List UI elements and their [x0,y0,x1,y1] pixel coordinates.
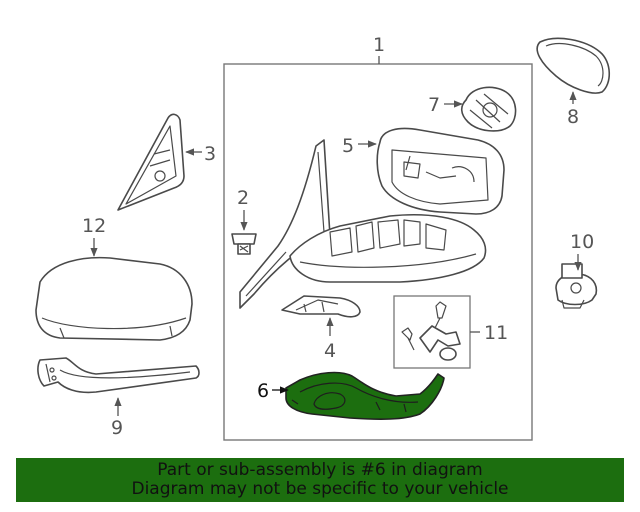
callout-1: 1 [373,34,385,56]
callout-4: 4 [324,340,336,362]
part-6-lower-trim-highlighted [285,371,445,420]
part-7-adjuster-motor [460,86,517,132]
part-12-mirror-cap [35,256,193,341]
callout-10: 10 [570,231,594,253]
part-1-mirror-base-arm [239,139,487,309]
part-4-bracket [281,295,361,318]
info-banner: Part or sub-assembly is #6 in diagram Di… [16,458,624,502]
info-banner-line-2: Diagram may not be specific to your vehi… [131,479,509,499]
callout-12: 12 [82,215,106,237]
part-10-connector [555,263,598,309]
part-11-hardware-kit [401,301,461,361]
part-5-housing-frame [376,127,505,215]
assembly-frame [223,63,533,441]
callout-11: 11 [484,322,508,344]
callout-6: 6 [257,380,269,402]
callout-9: 9 [111,417,123,439]
callout-5: 5 [342,135,354,157]
callout-3: 3 [204,143,216,165]
info-banner-line-1: Part or sub-assembly is #6 in diagram [157,460,483,480]
callout-8: 8 [567,106,579,128]
callout-2: 2 [237,187,249,209]
callout-7: 7 [428,94,440,116]
part-9-turn-signal-lamp [37,357,200,394]
part-8-mirror-glass [536,37,611,94]
part-3-triangle-cover [117,113,185,211]
part-2-screw [231,233,257,255]
